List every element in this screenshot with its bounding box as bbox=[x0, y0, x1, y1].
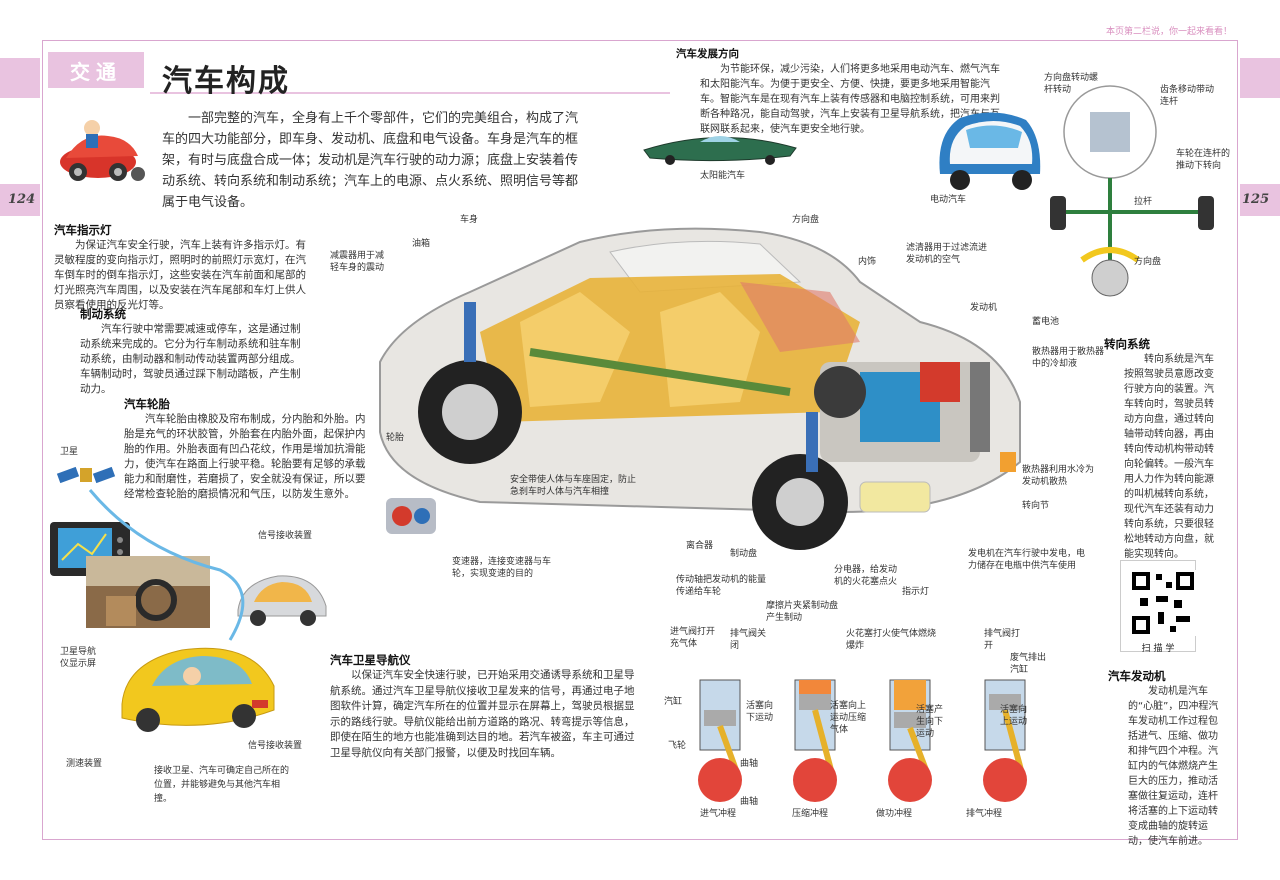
section-tag: 交通 bbox=[48, 52, 144, 88]
power-stroke-cylinder bbox=[888, 679, 932, 802]
tire-title: 汽车轮胎 bbox=[124, 397, 170, 411]
intake-valve-label: 进气阀打开充气体 bbox=[670, 627, 716, 649]
label-drive: 传动轴把发动机的能量传递给车轮 bbox=[676, 575, 767, 597]
wheel-turn-label: 车轮在连杆的推动下转向 bbox=[1176, 149, 1231, 171]
label-seatbelt: 安全带使人体与车座固定，防止急刹车时人体与汽车相撞 bbox=[510, 475, 637, 497]
label-lamp: 指示灯 bbox=[902, 587, 930, 597]
car-cutaway-illustration bbox=[379, 227, 1021, 550]
exhaust-open-label: 排气阀打开 bbox=[984, 629, 1021, 651]
cylinder-label: 汽缸 bbox=[664, 697, 683, 707]
header-line bbox=[150, 92, 670, 94]
indicator-text: 为保证汽车安全行驶，汽车上装有许多指示灯。有灵敏程度的变向指示灯，照明时的前照灯… bbox=[54, 239, 306, 311]
label-radiator: 散热器用于散热器中的冷却液 bbox=[1032, 347, 1105, 369]
crank-label: 曲轴 bbox=[740, 759, 759, 769]
steering-text: 转向系统是汽车按照驾驶员意愿改变行驶方向的装置。汽车转向时，驾驶员转动方向盘，通… bbox=[1124, 354, 1214, 560]
label-spark: 分电器，给发动机的火花塞点火 bbox=[834, 565, 898, 587]
label-axle: 转向节 bbox=[1022, 501, 1050, 511]
stroke-compression: 压缩冲程 bbox=[792, 809, 829, 819]
exhaust-stroke-cylinder bbox=[983, 679, 1027, 802]
piston-up-label: 活塞向上运动压缩气体 bbox=[830, 701, 867, 735]
compression-stroke-cylinder bbox=[793, 679, 837, 802]
qr-code-icon bbox=[1130, 570, 1196, 636]
piston-push-label: 活塞产生向下运动 bbox=[916, 705, 944, 739]
left-page-band bbox=[0, 184, 40, 216]
electric-car-label: 电动汽车 bbox=[930, 195, 967, 205]
steering-system-diagram bbox=[1050, 85, 1214, 297]
repair-car-illustration bbox=[60, 120, 145, 181]
indicator-title: 汽车指示灯 bbox=[54, 223, 112, 237]
piston-down-label: 活塞向下运动 bbox=[746, 701, 774, 723]
stroke-power: 做功冲程 bbox=[876, 809, 913, 819]
label-brake-disc: 制动盘 bbox=[730, 549, 758, 559]
intro-paragraph: 一部完整的汽车，全身有上千个零部件，它们的完美组合，构成了汽车的四大功能部分，即… bbox=[162, 111, 579, 210]
label-battery: 蓄电池 bbox=[1032, 317, 1060, 327]
label-brake-note: 摩擦片夹紧制动盘产生制动 bbox=[766, 601, 839, 623]
top-right-band bbox=[1240, 58, 1280, 98]
silver-car-illustration bbox=[237, 575, 327, 626]
page-number-right: 125 bbox=[1242, 192, 1270, 207]
exhaust-closed-label: 排气阀关闭 bbox=[730, 629, 767, 651]
satellite-label: 卫星 bbox=[60, 447, 79, 457]
steering-title: 转向系统 bbox=[1104, 337, 1150, 351]
label-steering-wheel: 方向盘 bbox=[792, 215, 820, 225]
label-wheel: 轮胎 bbox=[386, 433, 405, 443]
yellow-car-illustration bbox=[121, 647, 275, 732]
gps-signal-path bbox=[88, 489, 245, 641]
page-number-left: 124 bbox=[8, 192, 36, 207]
label-shock: 减震器用于减轻车身的震动 bbox=[330, 251, 385, 273]
spark-plug-label: 火花塞打火使气体燃烧爆炸 bbox=[846, 629, 937, 651]
top-note: 本页第二栏说，你一起来看看！ bbox=[1105, 27, 1232, 37]
label-fuel-tank: 油箱 bbox=[412, 239, 431, 249]
top-left-band bbox=[0, 58, 40, 98]
label-body: 车身 bbox=[460, 215, 479, 225]
steer-gear-label: 方向盘转动螺杆转动 bbox=[1044, 73, 1099, 95]
receiver-label-1: 信号接收装置 bbox=[258, 531, 313, 541]
label-seat: 内饰 bbox=[858, 257, 877, 267]
page-title: 汽车构成 bbox=[162, 64, 290, 99]
label-engine: 发动机 bbox=[970, 303, 998, 313]
intake-stroke-cylinder bbox=[698, 679, 742, 802]
label-cooling: 散热器利用水冷为发动机散热 bbox=[1022, 465, 1095, 487]
engine-title: 汽车发动机 bbox=[1108, 669, 1166, 683]
sensor-label: 测速装置 bbox=[66, 759, 103, 769]
future-title: 汽车发展方向 bbox=[676, 48, 739, 60]
label-clutch: 离合器 bbox=[686, 541, 714, 551]
gps-title: 汽车卫星导航仪 bbox=[330, 653, 411, 667]
flywheel-label: 飞轮 bbox=[668, 741, 687, 751]
solar-car-label: 太阳能汽车 bbox=[700, 171, 746, 181]
satellite-icon bbox=[56, 466, 116, 484]
four-stroke-engine-diagram bbox=[698, 679, 1027, 802]
brake-text: 汽车行驶中常需要减速或停车，这是通过制动系统来完成的。它分为行车制动系统和驻车制… bbox=[80, 323, 301, 395]
tie-rod-label: 拉杆 bbox=[1134, 197, 1153, 207]
brake-title: 制动系统 bbox=[80, 307, 126, 321]
rack-label: 齿条移动带动连杆 bbox=[1160, 85, 1215, 107]
crank2-label: 曲轴 bbox=[740, 797, 759, 807]
label-filter: 滤清器用于过滤流进发动机的空气 bbox=[906, 243, 988, 265]
label-gearbox: 变速器，连接变速器与车轮，实现变速的目的 bbox=[452, 557, 552, 579]
gearbox-illustration bbox=[386, 498, 436, 534]
future-text: 为节能环保，减少污染，人们将更多地采用电动汽车、燃气汽车和太阳能汽车。为便于更安… bbox=[700, 64, 1000, 135]
tire-text: 汽车轮胎由橡胶及帘布制成，分内胎和外胎。内胎是充气的环状胶管，外胎套在内胎外面，… bbox=[124, 413, 366, 500]
engine-text: 发动机是汽车的“心脏”，四冲程汽车发动机工作过程包括进气、压缩、做功和排气四个冲… bbox=[1128, 686, 1219, 847]
electric-car-illustration bbox=[939, 112, 1041, 190]
gps-screen-label: 卫星导航仪显示屏 bbox=[60, 647, 97, 669]
exhaust-gas-label: 废气排出汽缸 bbox=[1010, 653, 1047, 675]
qr-caption: 扫 描 学 bbox=[1141, 644, 1175, 654]
steer-wheel-label: 方向盘 bbox=[1134, 257, 1162, 267]
solar-car-illustration bbox=[643, 136, 797, 165]
gps-caption: 接收卫星、汽车可确定自己所在的位置，并能够避免与其他汽车相撞。 bbox=[154, 766, 290, 804]
stroke-intake: 进气冲程 bbox=[700, 809, 737, 819]
label-alternator: 发电机在汽车行驶中发电，电力储存在电瓶中供汽车使用 bbox=[968, 549, 1086, 571]
receiver-label-2: 信号接收装置 bbox=[248, 741, 303, 751]
piston-up2-label: 活塞向上运动 bbox=[1000, 705, 1028, 727]
page-frame bbox=[42, 40, 1238, 840]
gps-text: 以保证汽车安全快速行驶，已开始采用交通诱导系统和卫星导航系统。通过汽车卫星导航仪… bbox=[330, 669, 635, 759]
right-page-band bbox=[1240, 184, 1280, 216]
qr-code-card[interactable]: 扫 描 学 bbox=[1120, 560, 1196, 654]
stroke-exhaust: 排气冲程 bbox=[966, 809, 1003, 819]
car-interior-photo bbox=[86, 556, 210, 628]
